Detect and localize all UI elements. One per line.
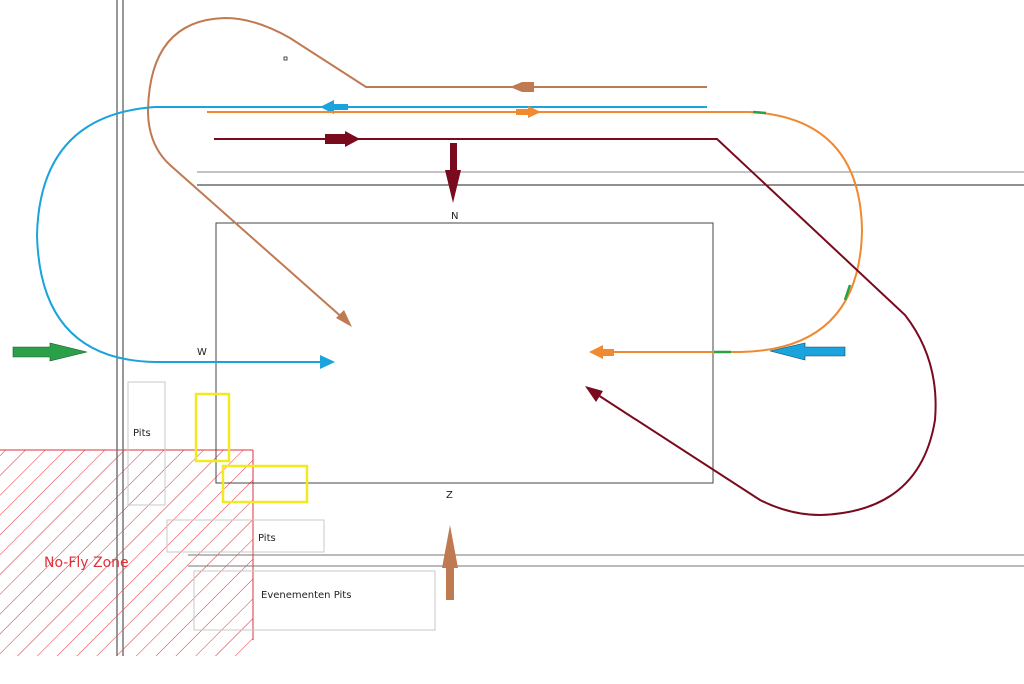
pits-bottom-label: Pits xyxy=(258,533,276,544)
darkred-route-arrowhead xyxy=(585,386,603,402)
brown-route-midarrow-icon xyxy=(510,82,534,92)
no-fly-zone xyxy=(0,450,253,656)
darkred-route-midarrow-icon xyxy=(325,131,360,147)
event-pits-label: Evenementen Pits xyxy=(261,590,351,601)
orange-route xyxy=(207,111,864,353)
wind-direction-arrow-icon xyxy=(12,342,88,362)
highlight-box-2 xyxy=(221,464,309,504)
pits-left-label: Pits xyxy=(133,428,151,439)
compass-south: Z xyxy=(446,490,453,501)
blue-route xyxy=(35,106,707,363)
darkred-route xyxy=(214,138,937,517)
south-approach-arrow-icon xyxy=(442,525,458,600)
blue-route-midarrow-icon xyxy=(320,100,348,114)
east-approach-arrow-icon xyxy=(769,342,846,361)
brown-route-arrowhead xyxy=(336,310,352,327)
compass-west: W xyxy=(197,347,207,358)
orange-route-green-marker-2 xyxy=(843,284,852,301)
compass-north: N xyxy=(451,211,458,222)
brown-route xyxy=(146,16,707,321)
orange-route-green-marker-1 xyxy=(752,110,767,115)
pits-left-box xyxy=(127,381,166,506)
orange-route-arrowhead xyxy=(589,345,614,359)
north-approach-arrow-icon xyxy=(445,143,461,203)
pits-bottom-box xyxy=(166,519,325,553)
event-pits-box xyxy=(193,570,436,631)
no-fly-zone-label: No-Fly Zone xyxy=(44,555,129,571)
orange-route-midarrow-icon xyxy=(516,106,541,118)
highlight-box-1 xyxy=(194,392,231,463)
brown-route-waypoint xyxy=(283,56,288,61)
blue-route-arrowhead xyxy=(320,355,335,369)
flight-box xyxy=(215,222,714,484)
